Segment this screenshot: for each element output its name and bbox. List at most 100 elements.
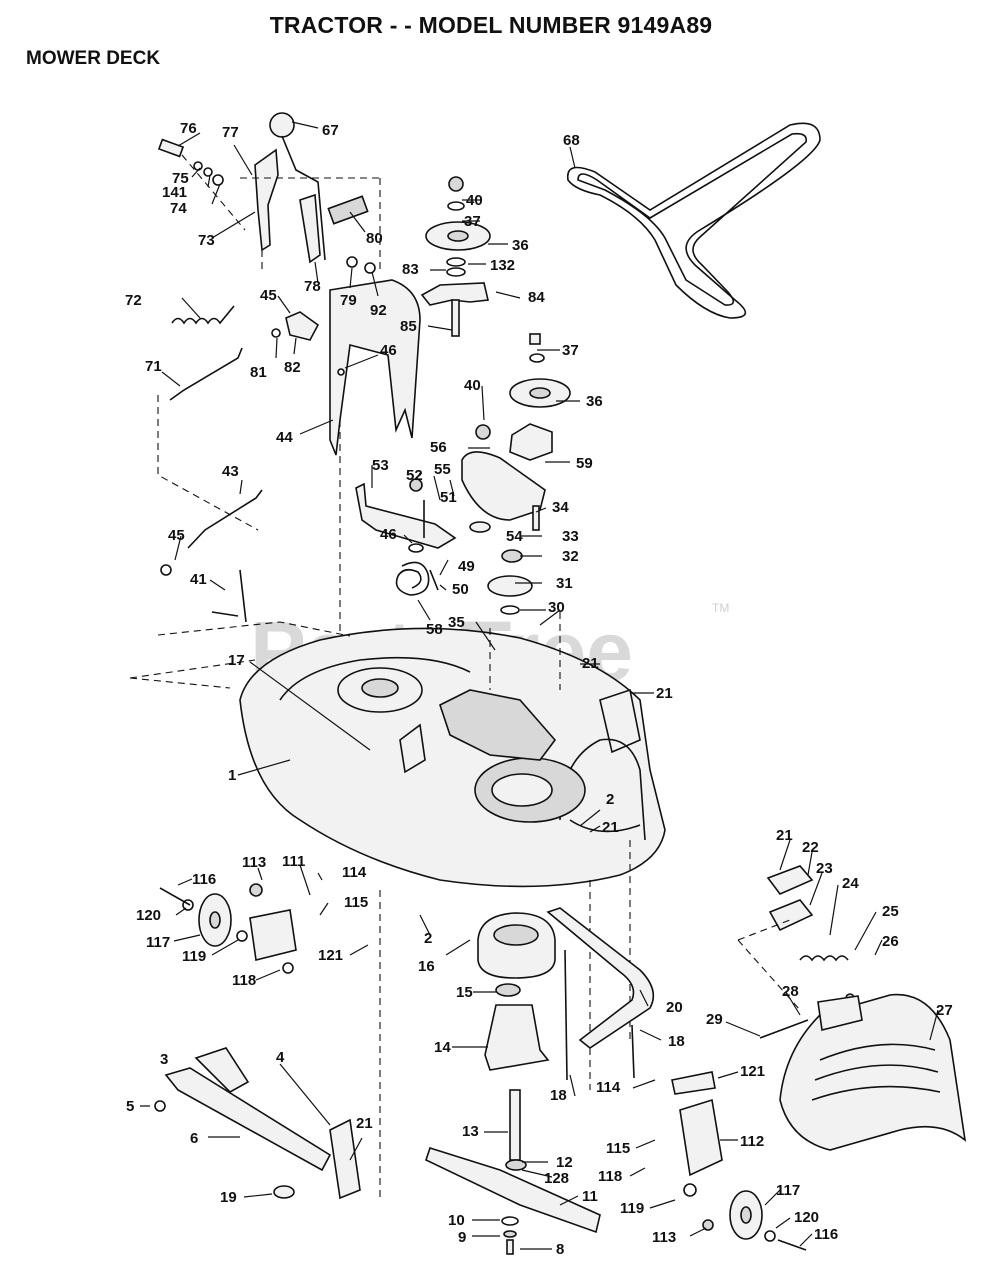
callout-43: 43 — [222, 463, 239, 480]
callout-46b: 46 — [380, 526, 397, 543]
callout-33: 33 — [562, 528, 579, 545]
callout-113: 113 — [242, 854, 266, 871]
callout-44: 44 — [276, 429, 293, 446]
spindle-14 — [484, 1004, 550, 1071]
callout-34: 34 — [552, 499, 569, 516]
callout-58: 58 — [426, 621, 443, 638]
drive-belt-68 — [566, 122, 821, 319]
bracket-22 — [766, 865, 814, 895]
callout-121: 121 — [318, 947, 343, 964]
callout-77: 77 — [222, 124, 239, 141]
callout-40b: 40 — [464, 377, 481, 394]
nut-56 — [475, 424, 491, 440]
callout-51: 51 — [440, 489, 457, 506]
callout-119: 119 — [182, 948, 206, 965]
washer-31 — [500, 605, 520, 615]
bolt-34 — [532, 505, 540, 531]
strap-20 — [546, 907, 655, 1049]
lift-plate — [299, 193, 321, 264]
callout-12: 12 — [556, 1154, 573, 1171]
callout-1: 1 — [228, 767, 236, 784]
callout-54: 54 — [506, 528, 523, 545]
watermark-trademark: TM — [712, 601, 729, 615]
callout-118b: 118 — [598, 1168, 622, 1185]
callout-117: 117 — [146, 934, 170, 951]
callout-71: 71 — [145, 358, 162, 375]
washer-81 — [271, 328, 281, 338]
spacer-54 — [469, 521, 491, 533]
bolt-116 — [159, 887, 191, 906]
callout-21c: 21 — [602, 819, 619, 836]
nut-40 — [448, 176, 464, 192]
spindle-assembly — [477, 912, 556, 1171]
callout-5: 5 — [126, 1098, 134, 1115]
callout-116: 116 — [192, 871, 216, 888]
discharge-chute-27 — [779, 993, 967, 1151]
spring-58 — [395, 561, 430, 596]
callout-112: 112 — [740, 1133, 764, 1150]
deck-hanger-44 — [329, 279, 421, 456]
callout-50: 50 — [452, 581, 469, 598]
spring-72 — [171, 305, 235, 325]
callout-72: 72 — [125, 292, 142, 309]
bolt-40 — [529, 333, 541, 345]
callout-114b: 114 — [596, 1079, 621, 1096]
callout-32: 32 — [562, 548, 579, 565]
callout-17: 17 — [228, 652, 245, 669]
callout-115: 115 — [344, 894, 368, 911]
washer-46 — [408, 543, 424, 553]
section-subtitle: MOWER DECK — [26, 48, 161, 69]
callout-21b: 21 — [656, 685, 673, 702]
callout-30: 30 — [548, 599, 565, 616]
callout-45: 45 — [260, 287, 277, 304]
callout-4: 4 — [276, 1049, 285, 1066]
nut-118 — [282, 962, 294, 974]
bracket-59 — [509, 423, 553, 461]
callout-68: 68 — [563, 132, 580, 149]
callout-83: 83 — [402, 261, 419, 278]
callout-67: 67 — [322, 122, 339, 139]
callout-labels: 76 77 67 75 141 74 73 80 78 79 92 72 45 … — [125, 120, 953, 1258]
callout-114: 114 — [342, 864, 367, 881]
callout-79: 79 — [340, 292, 357, 309]
callout-45b: 45 — [168, 527, 185, 544]
callout-28: 28 — [782, 983, 799, 1000]
clip-5 — [154, 1100, 166, 1112]
callout-21: 21 — [582, 655, 599, 672]
deck-idler-bracket — [439, 689, 557, 761]
callout-120: 120 — [136, 907, 161, 924]
callout-37: 37 — [464, 213, 481, 230]
bolt-116b — [777, 1239, 807, 1251]
callout-8: 8 — [556, 1241, 564, 1258]
blade-11 — [425, 1147, 601, 1234]
callout-74: 74 — [170, 200, 187, 217]
pulley-stack-upper — [420, 176, 491, 337]
nut-92 — [364, 262, 376, 274]
washer-83 — [446, 267, 466, 277]
nut-33 — [501, 549, 523, 563]
bolt-113 — [249, 883, 263, 897]
washer-10 — [501, 1216, 519, 1226]
pin-49 — [429, 569, 439, 591]
callout-128: 128 — [544, 1170, 569, 1187]
pulley-stack-right — [461, 333, 571, 615]
washer-9 — [503, 1230, 517, 1238]
callout-141: 141 — [162, 184, 187, 201]
lift-handle-knob — [269, 112, 295, 138]
callout-11: 11 — [582, 1188, 598, 1205]
callout-2: 2 — [606, 791, 614, 808]
bar-6 — [164, 1067, 332, 1172]
chute-bracket-28 — [817, 995, 863, 1031]
rod-71 — [169, 347, 243, 401]
callout-75: 75 — [172, 170, 189, 187]
plate-121 — [671, 1071, 716, 1095]
washer-79 — [346, 256, 358, 268]
shaft-13 — [509, 1089, 521, 1161]
callout-27: 27 — [936, 1002, 953, 1019]
bolts-18 — [564, 949, 635, 1081]
callout-80: 80 — [366, 230, 383, 247]
callout-14: 14 — [434, 1039, 451, 1056]
rod-29 — [759, 1019, 809, 1039]
spacer-119 — [236, 930, 248, 942]
callout-118: 118 — [232, 972, 256, 989]
